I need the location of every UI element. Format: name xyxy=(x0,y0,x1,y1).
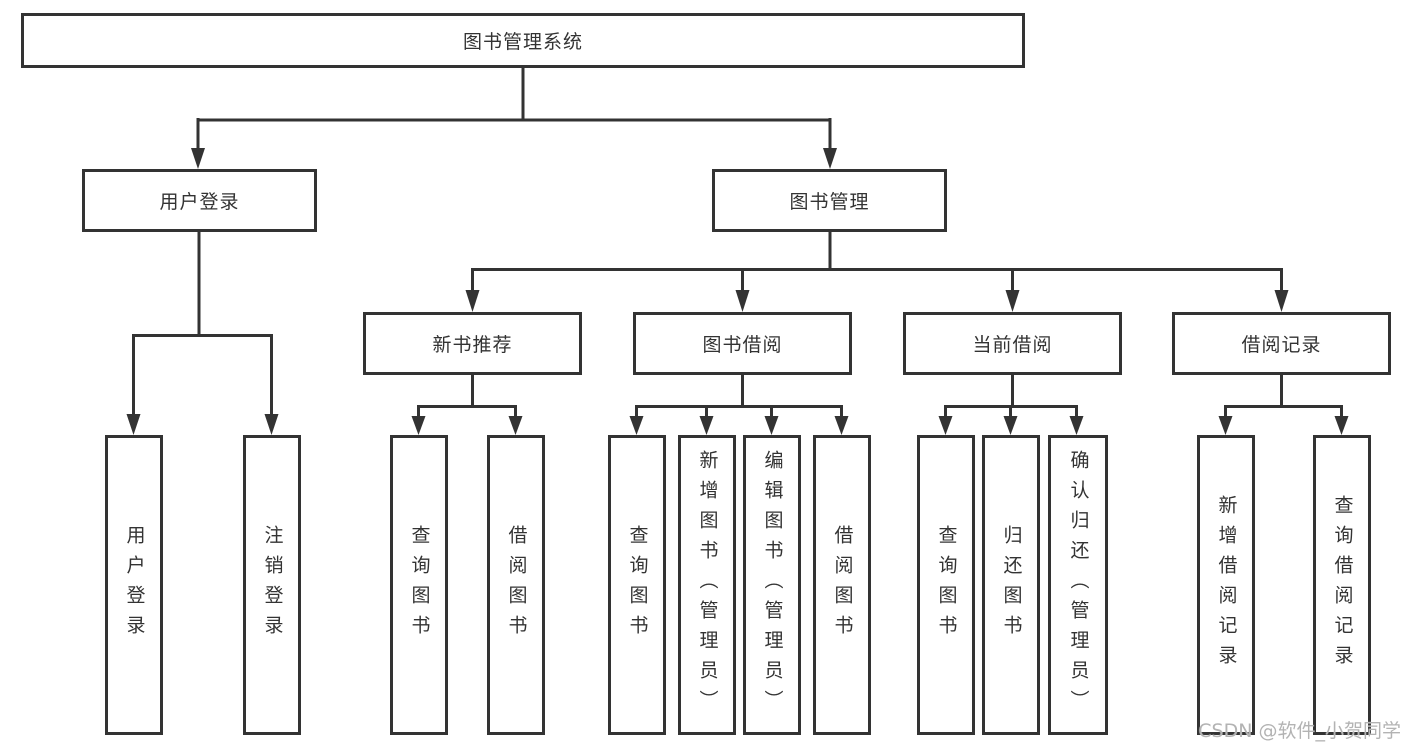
leaf-query-books-recommend-label: 查询图书 xyxy=(408,525,431,645)
node-new-book-recommend: 新书推荐 xyxy=(363,312,582,375)
leaf-borrow-books-borrowing-label: 借阅图书 xyxy=(831,525,854,645)
leaf-query-books-borrowing: 查询图书 xyxy=(608,435,666,735)
node-book-borrowing-label: 图书借阅 xyxy=(702,334,783,356)
leaf-return-books: 归还图书 xyxy=(982,435,1040,735)
node-new-book-recommend-label: 新书推荐 xyxy=(432,334,513,356)
csdn-watermark: CSDN @软件_小贺同学 xyxy=(1198,720,1401,742)
leaf-borrow-books-recommend: 借阅图书 xyxy=(487,435,545,735)
leaf-user-login-label: 用户登录 xyxy=(123,525,146,645)
leaf-add-borrow-record-label: 新增借阅记录 xyxy=(1215,495,1238,675)
leaf-query-books-current-label: 查询图书 xyxy=(935,525,958,645)
leaf-edit-books-admin-label: 编辑图书（管理员） xyxy=(761,450,784,720)
leaf-confirm-return-admin: 确认归还（管理员） xyxy=(1048,435,1108,735)
leaf-edit-books-admin: 编辑图书（管理员） xyxy=(743,435,801,735)
leaf-add-books-admin-label: 新增图书（管理员） xyxy=(696,450,719,720)
leaf-query-books-borrowing-label: 查询图书 xyxy=(626,525,649,645)
node-book-borrowing: 图书借阅 xyxy=(633,312,852,375)
node-book-management-label: 图书管理 xyxy=(789,191,870,213)
leaf-query-books-current: 查询图书 xyxy=(917,435,975,735)
node-borrowing-records: 借阅记录 xyxy=(1172,312,1391,375)
node-borrowing-records-label: 借阅记录 xyxy=(1241,334,1322,356)
node-user-login-label: 用户登录 xyxy=(159,191,240,213)
leaf-query-borrow-record: 查询借阅记录 xyxy=(1313,435,1371,735)
leaf-return-books-label: 归还图书 xyxy=(1000,525,1023,645)
leaf-query-books-recommend: 查询图书 xyxy=(390,435,448,735)
leaf-confirm-return-admin-label: 确认归还（管理员） xyxy=(1067,450,1090,720)
leaf-add-books-admin: 新增图书（管理员） xyxy=(678,435,736,735)
node-root: 图书管理系统 xyxy=(21,13,1025,68)
node-user-login: 用户登录 xyxy=(82,169,317,232)
leaf-add-borrow-record: 新增借阅记录 xyxy=(1197,435,1255,735)
node-root-label: 图书管理系统 xyxy=(462,31,583,53)
leaf-logout: 注销登录 xyxy=(243,435,301,735)
node-current-borrowing: 当前借阅 xyxy=(903,312,1122,375)
leaf-borrow-books-borrowing: 借阅图书 xyxy=(813,435,871,735)
leaf-user-login: 用户登录 xyxy=(105,435,163,735)
node-current-borrowing-label: 当前借阅 xyxy=(972,334,1053,356)
leaf-borrow-books-recommend-label: 借阅图书 xyxy=(505,525,528,645)
leaf-query-borrow-record-label: 查询借阅记录 xyxy=(1331,495,1354,675)
node-book-management: 图书管理 xyxy=(712,169,947,232)
leaf-logout-label: 注销登录 xyxy=(261,525,284,645)
